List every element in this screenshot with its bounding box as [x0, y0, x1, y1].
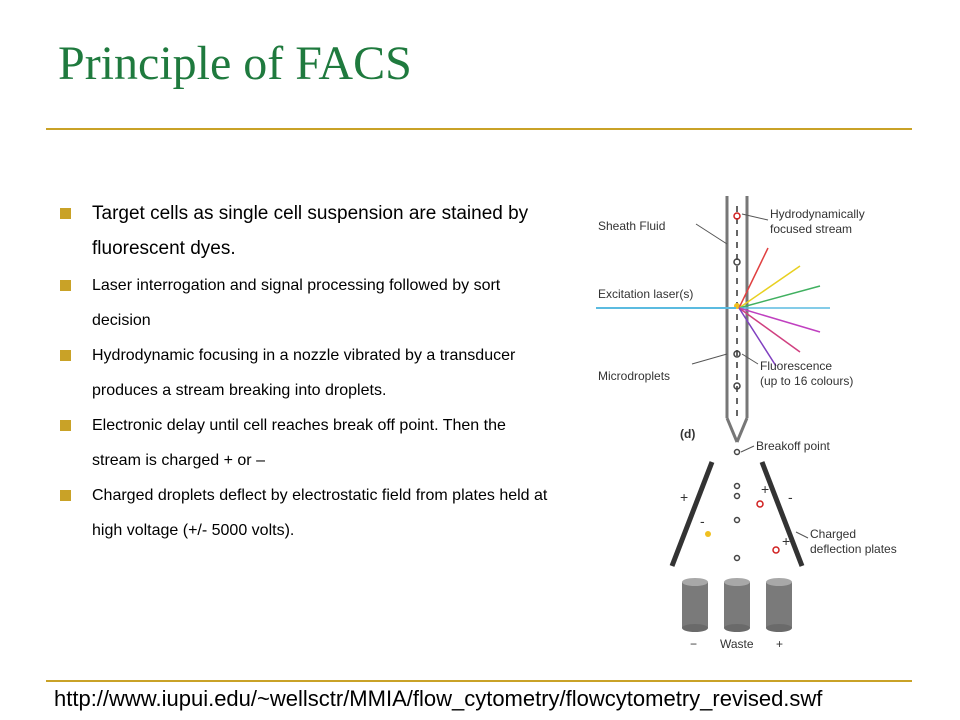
collection-tubes: [682, 578, 792, 632]
charged-leader: [795, 531, 809, 539]
bullet-text: Target cells as single cell suspension a…: [92, 203, 529, 259]
source-url[interactable]: http://www.iupui.edu/~wellsctr/MMIA/flow…: [54, 686, 823, 711]
label-breakoff: Breakoff point: [756, 439, 830, 453]
bullet-item: Electronic delay until cell reaches brea…: [60, 408, 550, 478]
label-fluorescence-line1: Fluorescence: [760, 359, 832, 373]
bullet-text: Laser interrogation and signal processin…: [92, 277, 501, 329]
label-fluorescence-line2: (up to 16 colours): [760, 374, 853, 388]
right-plate-minus: -: [788, 489, 793, 505]
label-panel-d: (d): [680, 427, 695, 441]
footer-divider: [46, 680, 912, 682]
label-tube-plus: +: [776, 637, 783, 651]
stream-droplets: [705, 448, 780, 562]
leader-lines: [691, 213, 769, 365]
label-waste: Waste: [720, 637, 754, 651]
bullet-square-icon: [60, 280, 71, 291]
title-divider: [46, 128, 912, 130]
right-plate-plus-bottom: +: [782, 533, 790, 549]
bullet-square-icon: [60, 490, 71, 501]
label-hydro-line2: focused stream: [770, 222, 852, 236]
label-charged-line2: deflection plates: [810, 542, 897, 556]
bullet-list: Target cells as single cell suspension a…: [60, 196, 550, 548]
bullet-text: Hydrodynamic focusing in a nozzle vibrat…: [92, 347, 516, 399]
bullet-square-icon: [60, 420, 71, 431]
right-deflection-plate: [759, 461, 805, 567]
label-microdroplets: Microdroplets: [598, 369, 670, 383]
label-tube-minus: −: [690, 637, 697, 651]
bullet-item: Laser interrogation and signal processin…: [60, 268, 550, 338]
bullet-text: Electronic delay until cell reaches brea…: [92, 417, 506, 469]
label-sheath-fluid: Sheath Fluid: [598, 219, 665, 233]
bullet-square-icon: [60, 208, 71, 219]
facs-diagram: Sheath Fluid Hydrodynamically focused st…: [596, 196, 897, 651]
bullet-item: Target cells as single cell suspension a…: [60, 196, 550, 266]
breakoff-leader: [740, 445, 755, 453]
slide-title: Principle of FACS: [58, 37, 412, 90]
bullet-item: Hydrodynamic focusing in a nozzle vibrat…: [60, 338, 550, 408]
bullet-text: Charged droplets deflect by electrostati…: [92, 487, 548, 539]
right-plate-plus-top: +: [761, 481, 769, 497]
fluorescence-arrows: [738, 247, 830, 367]
bullet-item: Charged droplets deflect by electrostati…: [60, 478, 550, 548]
label-hydro-line1: Hydrodynamically: [770, 207, 865, 221]
left-plate-plus: +: [680, 489, 688, 505]
left-plate-minus: -: [700, 513, 705, 529]
left-deflection-plate: [669, 461, 715, 567]
label-charged-line1: Charged: [810, 527, 856, 541]
label-excitation: Excitation laser(s): [598, 287, 693, 301]
nozzle: [725, 196, 749, 443]
bullet-square-icon: [60, 350, 71, 361]
